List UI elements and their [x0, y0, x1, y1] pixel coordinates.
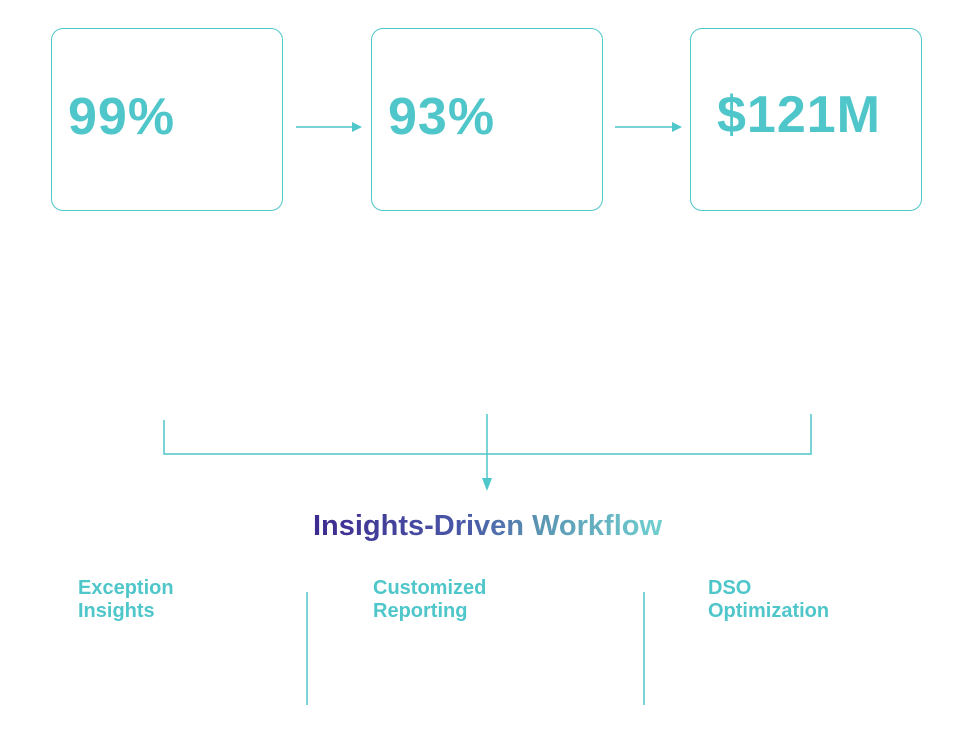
metric-box-3: $121M — [690, 28, 922, 211]
metric-value: $121M — [717, 86, 881, 144]
feature-label: Reporting — [373, 600, 468, 622]
feature-label: Insights — [78, 600, 155, 622]
workflow-title-text: Insights-Driven Workflow — [312, 510, 663, 542]
metric-value: 99% — [68, 88, 176, 146]
metric-value: 93% — [388, 88, 496, 146]
metric-box-1: 99% — [51, 28, 283, 211]
feature-label: Exception — [78, 577, 174, 599]
metric-box-2: 93% — [371, 28, 603, 211]
feature-label: Customized — [373, 577, 487, 599]
workflow-title: Insights-Driven Workflow — [0, 510, 975, 543]
feature-label: Optimization — [708, 600, 830, 622]
feature-label: DSO — [708, 577, 752, 599]
